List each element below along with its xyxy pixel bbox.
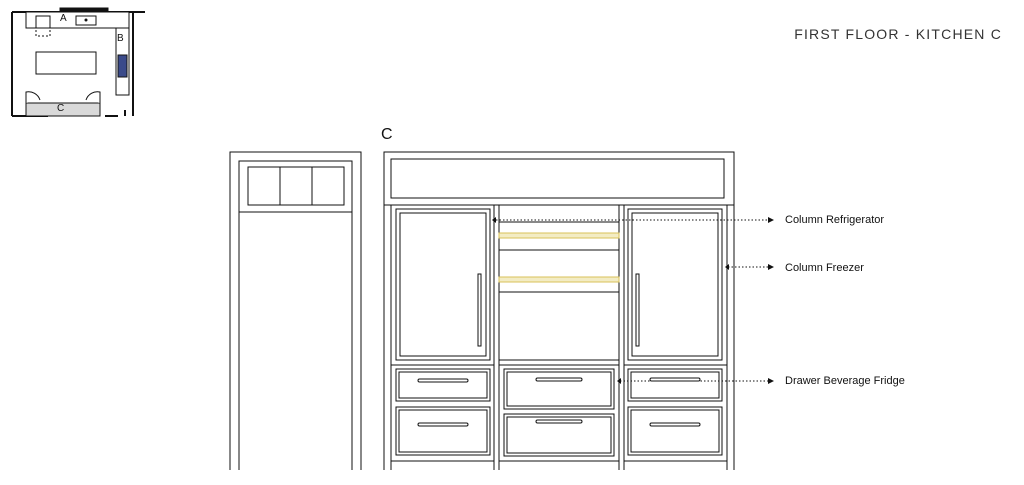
plan-door-swing-left [25,91,41,103]
side-outer-frame [229,151,362,470]
key-plan [11,7,145,117]
refrigerator-handle [477,273,482,347]
side-transom [247,166,345,206]
page-title: FIRST FLOOR - KITCHEN C [794,26,1002,42]
plan-counter-c [25,102,101,117]
section-letter: C [381,126,393,143]
elevation-outer-frame [383,151,735,470]
plan-range [117,54,128,78]
freezer-handle [635,273,640,347]
side-inner-frame [238,160,353,470]
plan-fridge-door [35,27,51,37]
plan-island [35,51,97,75]
drawer-handle [535,377,583,382]
plan-window [59,7,109,13]
left-lower-drawer [395,406,491,456]
elevation-soffit [390,158,725,199]
callout-column-freezer: Column Freezer [785,262,864,274]
side-elevation [229,151,362,470]
plan-fridge [35,15,51,29]
plan-label-c: C [57,103,65,114]
plan-door-swing-right [85,91,101,103]
column-freezer-door [627,208,723,361]
plan-label-b: B [117,33,124,44]
drawer-handle [649,377,701,382]
shelf-2 [498,276,620,283]
middle-upper-drawer [503,368,615,410]
drawer-beverage-fridge [627,368,723,402]
plan-label-a: A [60,13,67,24]
drawer-handle [535,419,583,424]
front-elevation [383,151,735,470]
drawer-handle [649,422,701,427]
drawer-handle [417,378,469,383]
callout-column-refrigerator: Column Refrigerator [785,214,885,226]
left-upper-drawer [395,368,491,402]
shelf-1 [498,232,620,239]
column-refrigerator-door [395,208,491,361]
right-lower-drawer [627,406,723,456]
middle-lower-drawer [503,413,615,457]
drawer-handle [417,422,469,427]
callout-leaders [492,217,774,384]
callout-drawer-beverage-fridge: Drawer Beverage Fridge [785,375,905,387]
